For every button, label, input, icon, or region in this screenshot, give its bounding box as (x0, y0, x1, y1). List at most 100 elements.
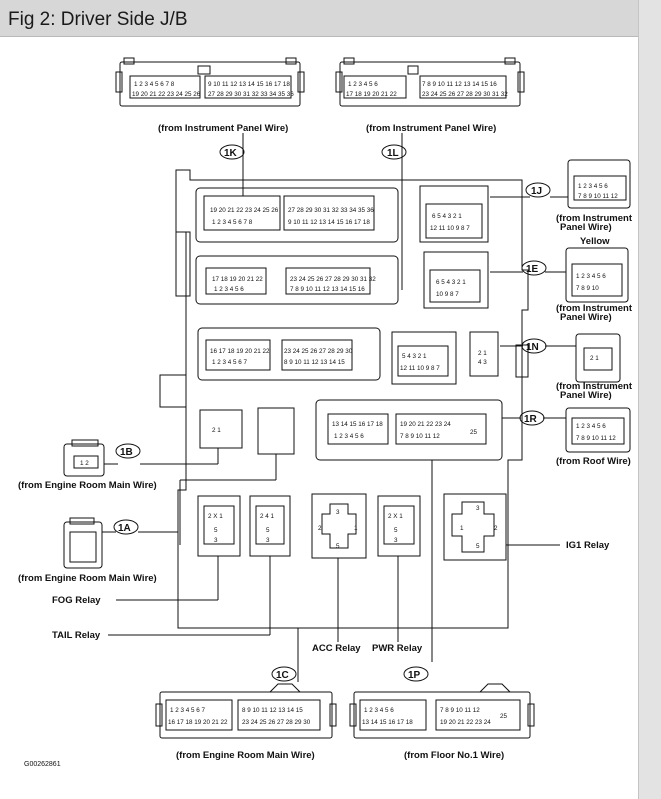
acc-relay-label: ACC Relay (312, 643, 361, 654)
svg-text:5 4 3 2 1: 5 4 3 2 1 (402, 353, 427, 360)
svg-text:1 2 3 4 5 6: 1 2 3 4 5 6 (576, 423, 606, 430)
svg-text:1 2 3 4 5 6 7 8: 1 2 3 4 5 6 7 8 (134, 81, 175, 88)
source-1n-line2: Panel Wire) (560, 390, 612, 401)
svg-text:27 28 29 30 31 32 33 34 35 36: 27 28 29 30 31 32 33 34 35 36 (288, 207, 374, 214)
svg-text:5: 5 (266, 527, 270, 534)
svg-text:7 8 9 10: 7 8 9 10 (576, 285, 599, 292)
acc-relay-socket (311, 493, 367, 559)
source-1j-line1: (from Instrument (556, 213, 633, 224)
source-1p: (from Floor No.1 Wire) (404, 750, 504, 761)
svg-text:19 20 21 22 23 24 25 26: 19 20 21 22 23 24 25 26 (132, 91, 201, 98)
svg-text:3: 3 (266, 537, 270, 544)
svg-text:19 20 21 22 23 24: 19 20 21 22 23 24 (440, 719, 491, 726)
svg-text:16 17 18 19 20 21 22: 16 17 18 19 20 21 22 (210, 348, 270, 355)
svg-text:6 5 4 3 2 1: 6 5 4 3 2 1 (432, 213, 462, 220)
tag-1p: 1P (408, 670, 421, 681)
svg-text:7 8 9 10 11 12: 7 8 9 10 11 12 (576, 435, 616, 442)
svg-text:7 8 9 10 11 12 13 14 15 16: 7 8 9 10 11 12 13 14 15 16 (422, 81, 497, 88)
source-1k: (from Instrument Panel Wire) (158, 123, 288, 134)
svg-text:5: 5 (476, 543, 480, 550)
svg-text:12 11 10 9 8 7: 12 11 10 9 8 7 (430, 225, 470, 232)
svg-text:1 2 3 4 5 6 7: 1 2 3 4 5 6 7 (212, 359, 248, 366)
junction-block-diagram: 1 2 3 4 5 6 7 8 19 20 21 22 23 24 25 26 … (18, 57, 633, 768)
figure-title: Fig 2: Driver Side J/B (8, 9, 188, 30)
svg-text:3: 3 (336, 509, 340, 516)
svg-text:1 2: 1 2 (80, 460, 89, 467)
source-1e-line2: Panel Wire) (560, 312, 612, 323)
tail-relay-label: TAIL Relay (52, 630, 101, 641)
svg-text:1 2 3 4 5 6: 1 2 3 4 5 6 (348, 81, 378, 88)
svg-text:1 2 3 4 5 6: 1 2 3 4 5 6 (578, 183, 608, 190)
svg-text:1 2 3 4 5 6: 1 2 3 4 5 6 (364, 707, 394, 714)
source-1n-line1: (from Instrument (556, 381, 633, 392)
svg-text:2: 2 (494, 525, 498, 532)
color-note: Yellow (580, 236, 610, 247)
tail-relay-socket (249, 495, 291, 557)
svg-text:13 14 15 16 17 18: 13 14 15 16 17 18 (362, 719, 413, 726)
junction-block-body (159, 169, 529, 629)
source-1j-line2: Panel Wire) (560, 222, 612, 233)
scrollbar[interactable] (638, 0, 661, 799)
svg-text:7 8 9 10 11 12 13 14 15 16: 7 8 9 10 11 12 13 14 15 16 (290, 286, 365, 293)
connector-1k-top-plug (115, 57, 305, 107)
connector-1r-plug (502, 407, 631, 453)
connector-1l-top-plug (335, 57, 525, 107)
tag-1k: 1K (224, 148, 238, 159)
connector-1a-plug (63, 454, 277, 569)
svg-text:5: 5 (394, 527, 398, 534)
tag-1j: 1J (531, 186, 542, 197)
svg-text:3: 3 (476, 505, 480, 512)
connector-1p-bottom-plug (349, 683, 535, 739)
connector-1j-plug (490, 159, 631, 209)
svg-text:23 24 25 26 27 28 29 30: 23 24 25 26 27 28 29 30 (284, 348, 353, 355)
svg-text:7 8 9 10 11 12: 7 8 9 10 11 12 (440, 707, 480, 714)
svg-text:1 2 3 4 5 6: 1 2 3 4 5 6 (214, 286, 244, 293)
svg-text:25: 25 (470, 429, 478, 436)
svg-text:2 1: 2 1 (590, 355, 599, 362)
svg-text:7 8 9 10 11 12: 7 8 9 10 11 12 (400, 433, 440, 440)
svg-text:27 28 29 30 31 32 33 34 35 36: 27 28 29 30 31 32 33 34 35 36 (208, 91, 294, 98)
svg-text:13 14 15 16 17 18: 13 14 15 16 17 18 (332, 421, 383, 428)
svg-text:23 24 25 26 27 28 29 30: 23 24 25 26 27 28 29 30 (242, 719, 311, 726)
svg-text:1 2 3 4 5 6: 1 2 3 4 5 6 (334, 433, 364, 440)
svg-text:2 X 1: 2 X 1 (208, 513, 223, 520)
connector-1b-plug (63, 439, 219, 477)
pwr-relay-label: PWR Relay (372, 643, 423, 654)
svg-text:25: 25 (500, 713, 508, 720)
svg-text:1: 1 (460, 525, 464, 532)
source-1c: (from Engine Room Main Wire) (176, 750, 315, 761)
svg-text:1 2 3 4 5 6 7 8: 1 2 3 4 5 6 7 8 (212, 219, 253, 226)
tag-1n: 1N (526, 342, 539, 353)
svg-text:2 1: 2 1 (478, 350, 487, 357)
svg-text:19 20 21 22 23 24 25 26: 19 20 21 22 23 24 25 26 (210, 207, 279, 214)
svg-text:3: 3 (394, 537, 398, 544)
figure-code: G00262861 (24, 761, 61, 768)
ig1-relay-label: IG1 Relay (566, 540, 610, 551)
svg-text:1: 1 (354, 525, 358, 532)
svg-text:23 24 25 26 27 28 29 30 31 32: 23 24 25 26 27 28 29 30 31 32 (422, 91, 508, 98)
source-1b: (from Engine Room Main Wire) (18, 480, 157, 491)
figure-title-bar: Fig 2: Driver Side J/B (0, 0, 638, 37)
source-1a: (from Engine Room Main Wire) (18, 573, 157, 584)
svg-text:5: 5 (336, 543, 340, 550)
tag-1b: 1B (120, 447, 133, 458)
tag-1c: 1C (276, 670, 289, 681)
fog-relay-label: FOG Relay (52, 595, 101, 606)
connector-1c-bottom-plug (155, 683, 337, 739)
svg-text:9 10 11 12 13 14 15 16 17 18: 9 10 11 12 13 14 15 16 17 18 (208, 81, 290, 88)
svg-text:17 18 19 20 21 22: 17 18 19 20 21 22 (346, 91, 397, 98)
svg-text:5: 5 (214, 527, 218, 534)
connector-1e-plug (490, 247, 629, 303)
connector-1n-plug (500, 333, 621, 383)
svg-text:3: 3 (214, 537, 218, 544)
tag-1e: 1E (526, 264, 539, 275)
svg-text:2: 2 (318, 525, 322, 532)
tag-1r: 1R (524, 414, 538, 425)
fog-relay-socket (197, 495, 241, 557)
tag-1l: 1L (387, 148, 399, 159)
svg-text:9 10 11 12 13 14 15 16 17 18: 9 10 11 12 13 14 15 16 17 18 (288, 219, 370, 226)
svg-text:23 24 25 26 27 28 29 30 31 32: 23 24 25 26 27 28 29 30 31 32 (290, 276, 376, 283)
svg-text:2 X 1: 2 X 1 (388, 513, 403, 520)
source-1l: (from Instrument Panel Wire) (366, 123, 496, 134)
pwr-relay-socket (377, 495, 421, 557)
